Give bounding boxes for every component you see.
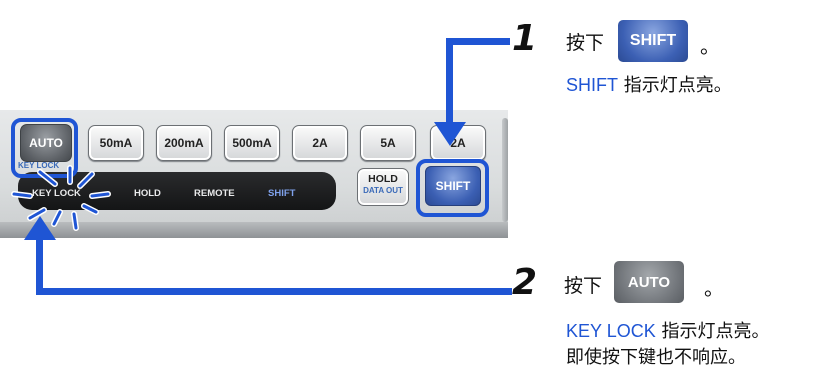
range-500ma-key[interactable]: 500mA bbox=[224, 125, 280, 161]
arrow1-vertical bbox=[446, 38, 453, 126]
remote-indicator: REMOTE bbox=[194, 188, 235, 199]
hold-key[interactable]: HOLD DATA OUT bbox=[357, 168, 409, 206]
range-50ma-key[interactable]: 50mA bbox=[88, 125, 144, 161]
step1-note-text: 指示灯点亮。 bbox=[618, 75, 732, 96]
auto-key-sublabel: KEY LOCK bbox=[18, 161, 60, 170]
step1-note: SHIFT 指示灯点亮。 bbox=[566, 72, 732, 99]
step1-note-key: SHIFT bbox=[566, 75, 618, 95]
shift-indicator: SHIFT bbox=[268, 188, 296, 199]
step2-auto-chip: AUTO bbox=[614, 261, 684, 303]
step2-note-key: KEY LOCK bbox=[566, 321, 656, 341]
arrow1-horizontal bbox=[446, 38, 510, 45]
step2-number: 2 bbox=[512, 262, 538, 303]
range-200ma-key[interactable]: 200mA bbox=[156, 125, 212, 161]
hold-key-label: HOLD bbox=[368, 173, 398, 185]
arrow2-vertical bbox=[36, 238, 43, 295]
arrow2-horizontal bbox=[36, 288, 512, 295]
hold-indicator: HOLD bbox=[134, 188, 161, 199]
range-5a-key[interactable]: 5A bbox=[360, 125, 416, 161]
step2-note: KEY LOCK 指示灯点亮。 即使按下键也不响应。 bbox=[566, 318, 769, 371]
keylock-indicator: KEY LOCK bbox=[32, 188, 81, 199]
shift-key[interactable]: SHIFT bbox=[425, 166, 481, 206]
auto-key[interactable]: AUTO bbox=[20, 124, 72, 162]
keylock-light-burst bbox=[11, 165, 111, 231]
step1-number: 1 bbox=[512, 18, 538, 59]
step1-period: 。 bbox=[700, 34, 720, 58]
panel-side-edge bbox=[502, 118, 508, 222]
range-2a-key[interactable]: 2A bbox=[292, 125, 348, 161]
step2-note-line2: 即使按下键也不响应。 bbox=[566, 347, 746, 368]
step2-note-text: 指示灯点亮。 bbox=[655, 321, 770, 342]
step1-action: 按下 bbox=[566, 32, 605, 54]
step1-shift-chip: SHIFT bbox=[618, 20, 688, 62]
shift-key-highlight bbox=[416, 159, 489, 217]
step2-action: 按下 bbox=[564, 275, 603, 297]
arrow1-head bbox=[434, 122, 466, 146]
hold-key-sublabel: DATA OUT bbox=[363, 186, 403, 195]
step2-period: 。 bbox=[704, 276, 724, 300]
arrow2-head bbox=[24, 216, 56, 240]
panel-bottom-edge bbox=[0, 222, 508, 238]
